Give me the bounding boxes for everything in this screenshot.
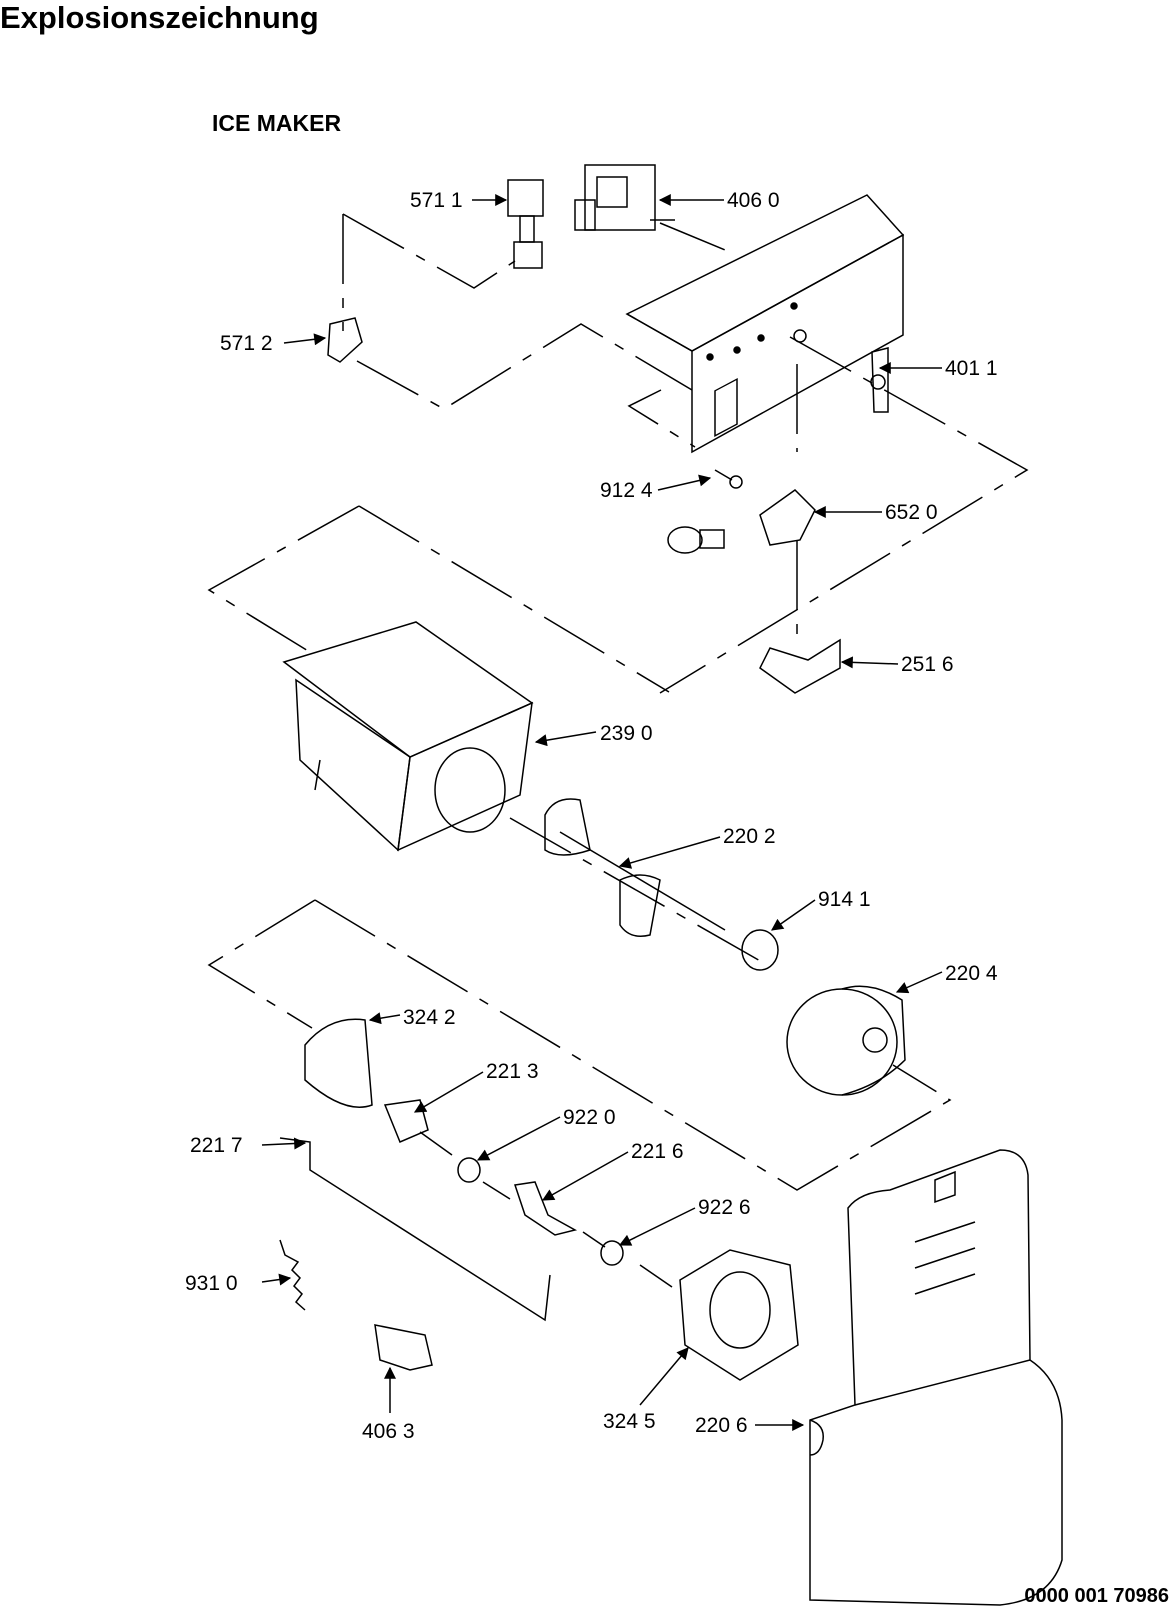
callout-571-2: 571 2 bbox=[220, 332, 273, 355]
callout-221-3: 221 3 bbox=[486, 1060, 539, 1083]
cover-part bbox=[759, 638, 841, 694]
callout-220-2: 220 2 bbox=[723, 825, 776, 848]
front-cover-part bbox=[809, 1149, 1063, 1606]
clip-part-2 bbox=[374, 1324, 433, 1371]
motor-unit-part bbox=[574, 164, 675, 231]
callout-931-0: 931 0 bbox=[185, 1272, 238, 1295]
assembly-guide-lines bbox=[207, 213, 1029, 1288]
solenoid-part bbox=[507, 179, 544, 269]
callout-324-2: 324 2 bbox=[403, 1006, 456, 1029]
assembly-title: ICE MAKER bbox=[212, 110, 342, 136]
drum-part bbox=[786, 985, 906, 1096]
callout-401-1: 401 1 bbox=[945, 357, 998, 380]
spring-lever-part bbox=[383, 1099, 429, 1143]
plate-part bbox=[304, 1018, 373, 1108]
callout-652-0: 652 0 bbox=[885, 501, 938, 524]
callout-571-1: 571 1 bbox=[410, 189, 463, 212]
document-number: 0000 001 70986 bbox=[1024, 1585, 1169, 1607]
lamp-holder-part bbox=[759, 489, 816, 546]
callout-220-6: 220 6 bbox=[695, 1414, 748, 1437]
callout-912-4: 912 4 bbox=[600, 479, 653, 502]
auger-part bbox=[544, 798, 726, 937]
callout-239-0: 239 0 bbox=[600, 722, 653, 745]
callout-251-6: 251 6 bbox=[901, 653, 954, 676]
bracket-part bbox=[327, 317, 363, 363]
clip-hole bbox=[870, 374, 886, 390]
callout-922-6: 922 6 bbox=[698, 1196, 751, 1219]
ice-bin-part bbox=[282, 621, 534, 852]
lever-part bbox=[514, 1181, 578, 1236]
callout-221-6: 221 6 bbox=[631, 1140, 684, 1163]
ring-part bbox=[457, 1157, 481, 1183]
callout-406-0: 406 0 bbox=[727, 189, 780, 212]
rod-part bbox=[279, 1137, 551, 1322]
screw-part bbox=[714, 469, 743, 489]
gearbox-housing-part bbox=[679, 1249, 799, 1381]
page-title: Explosionszeichnung bbox=[0, 0, 319, 35]
spring-part bbox=[279, 1239, 306, 1311]
ice-maker-housing bbox=[625, 194, 905, 454]
callout-406-3: 406 3 bbox=[362, 1420, 415, 1443]
clip-part bbox=[871, 347, 889, 413]
callout-922-0: 922 0 bbox=[563, 1106, 616, 1129]
callout-220-4: 220 4 bbox=[945, 962, 998, 985]
bushing-part bbox=[741, 929, 779, 971]
leader-lines bbox=[261, 194, 943, 1431]
callout-labels: 571 1 406 0 571 2 401 1 912 4 652 0 251 … bbox=[185, 189, 998, 1443]
ring-part-2 bbox=[600, 1240, 624, 1266]
callout-221-7: 221 7 bbox=[190, 1134, 243, 1157]
lamp-part bbox=[667, 526, 725, 554]
callout-914-1: 914 1 bbox=[818, 888, 871, 911]
callout-324-5: 324 5 bbox=[603, 1410, 656, 1433]
